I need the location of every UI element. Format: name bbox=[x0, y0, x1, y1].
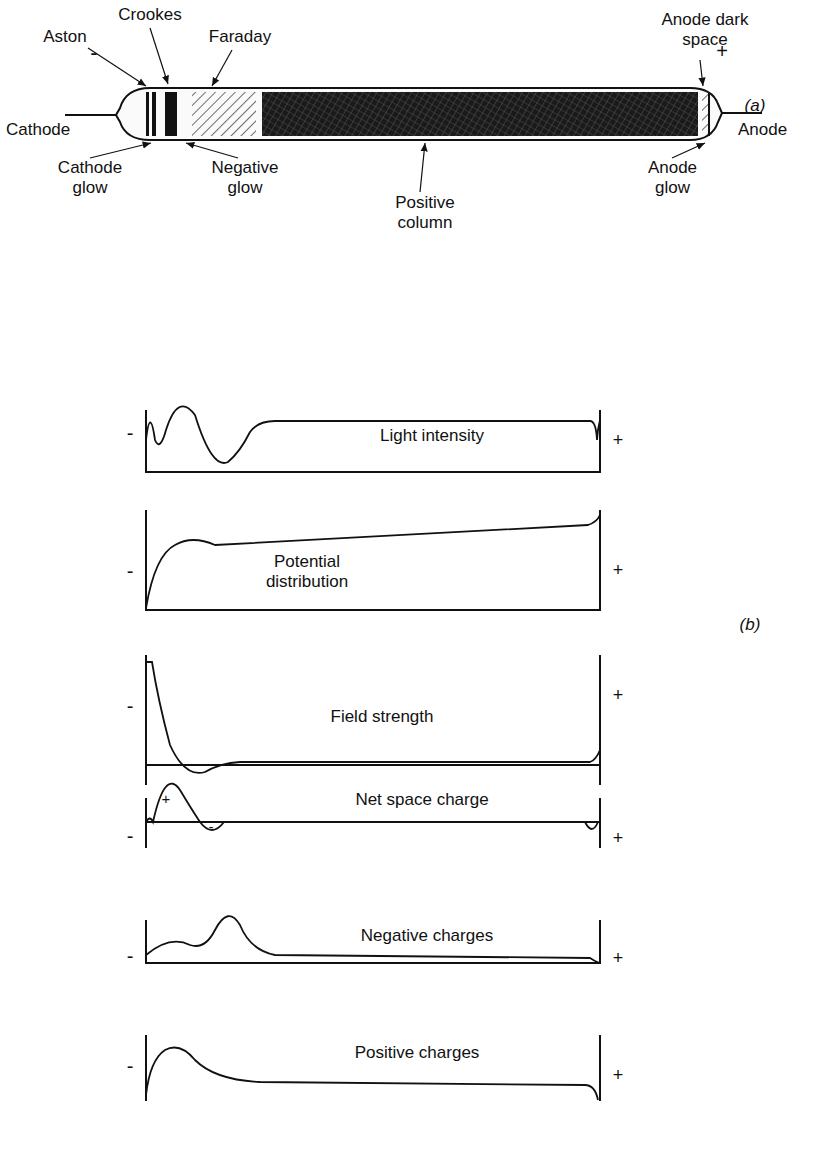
part-name: Positive column bbox=[380, 193, 470, 232]
polarity-sign: - bbox=[120, 825, 140, 848]
figure-label: (a) bbox=[735, 96, 775, 116]
plot-title: Net space charge bbox=[337, 790, 507, 810]
plot-curves bbox=[145, 406, 600, 1100]
charge-sign: - bbox=[204, 818, 218, 835]
polarity-sign: - bbox=[120, 945, 140, 968]
part-name: Crookes bbox=[115, 5, 185, 25]
plot-title: Potential distribution bbox=[247, 552, 367, 591]
plot-title: Field strength bbox=[307, 707, 457, 727]
polarity-sign: - bbox=[120, 695, 140, 718]
plot-panel: Negative charges bbox=[145, 920, 601, 964]
polarity-sign: + bbox=[608, 430, 628, 451]
plot-panel: Light intensity bbox=[145, 410, 601, 473]
polarity-sign: - bbox=[120, 560, 140, 583]
polarity-sign: - bbox=[120, 1055, 140, 1078]
part-name: Anode bbox=[738, 120, 818, 140]
plot-title: Positive charges bbox=[332, 1043, 502, 1063]
part-name: Negative glow bbox=[205, 158, 285, 197]
leader-lines bbox=[88, 28, 705, 192]
plot-panel: Field strength bbox=[145, 655, 601, 785]
polarity-sign: - bbox=[84, 40, 104, 65]
polarity-sign: + bbox=[608, 685, 628, 706]
plot-title: Light intensity bbox=[347, 426, 517, 446]
part-name: Aston bbox=[35, 27, 95, 47]
polarity-sign: + bbox=[608, 828, 628, 849]
polarity-sign: - bbox=[120, 422, 140, 445]
polarity-sign: + bbox=[608, 1065, 628, 1086]
part-name: Anode dark space bbox=[655, 10, 755, 49]
part-name: Cathode glow bbox=[50, 158, 130, 197]
polarity-sign: + bbox=[712, 40, 732, 63]
part-name: Faraday bbox=[200, 27, 280, 47]
part-name: Anode glow bbox=[635, 158, 710, 197]
polarity-sign: + bbox=[608, 948, 628, 969]
discharge-tube bbox=[65, 88, 762, 140]
plot-title: Negative charges bbox=[342, 926, 512, 946]
part-name: Cathode bbox=[6, 120, 86, 140]
charge-sign: + bbox=[158, 790, 174, 807]
plot-panel: Positive charges bbox=[145, 1035, 601, 1101]
figure-label: (b) bbox=[730, 615, 770, 635]
plot-panel: Potential distribution bbox=[145, 510, 601, 611]
polarity-sign: + bbox=[608, 560, 628, 581]
